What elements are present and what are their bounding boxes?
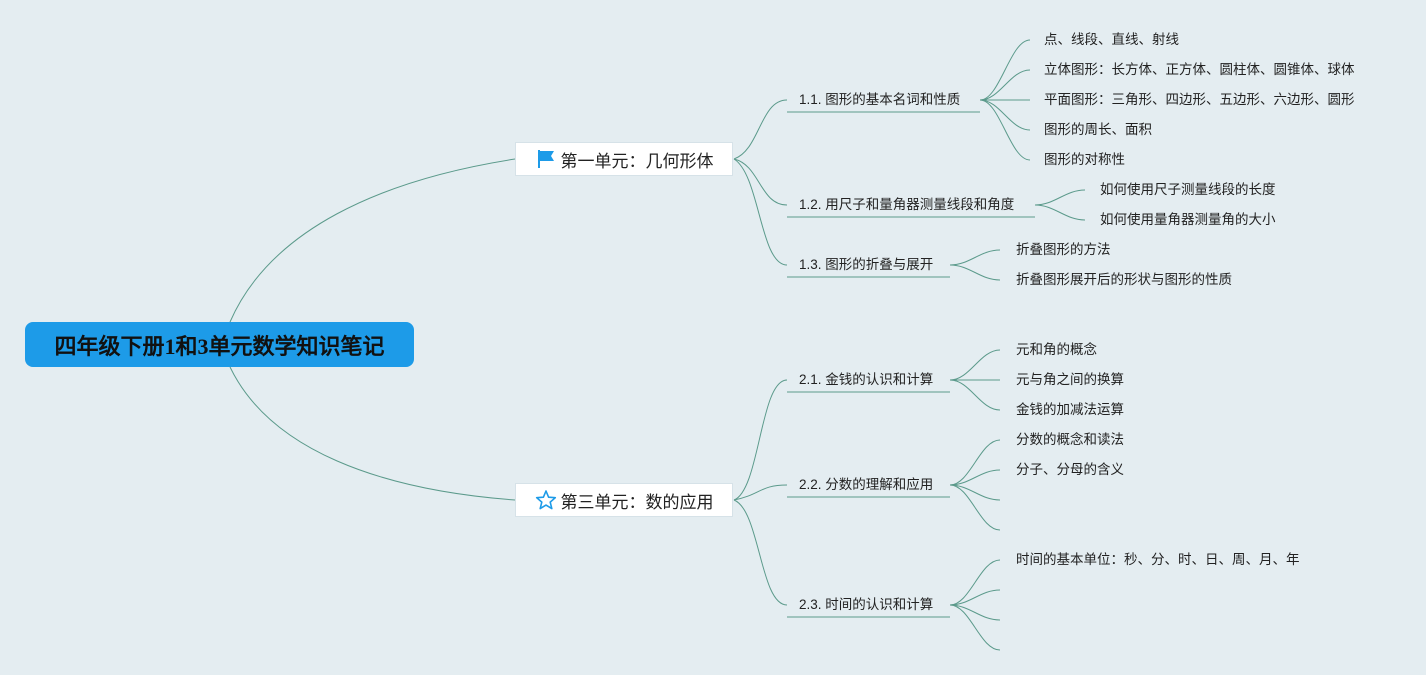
star-outline-icon xyxy=(535,489,557,511)
connector-root-unit1 xyxy=(229,158,516,323)
topic-item[interactable]: 点、线段、直线、射线 xyxy=(1044,32,1179,47)
topic-item[interactable]: 元和角的概念 xyxy=(1016,342,1097,357)
connector-unit3-lesson3 xyxy=(733,499,788,606)
topic-item[interactable]: 折叠图形展开后的形状与图形的性质 xyxy=(1016,272,1232,287)
topic-item[interactable]: 图形的对称性 xyxy=(1044,152,1125,167)
connector-unit1-lesson3 xyxy=(733,158,788,266)
unit-topic-3[interactable]: 第三单元：数的应用 xyxy=(515,483,733,517)
topic-item[interactable]: 时间的基本单位：秒、分、时、日、周、月、年 xyxy=(1016,552,1300,567)
topic-item[interactable]: 分子、分母的含义 xyxy=(1016,462,1124,477)
unit-topic-1-label: 第一单元：几何形体 xyxy=(560,151,714,171)
topic-item[interactable]: 图形的周长、面积 xyxy=(1044,122,1152,137)
unit-topic-3-label: 第三单元：数的应用 xyxy=(560,492,714,512)
topic-item[interactable]: 分数的概念和读法 xyxy=(1016,432,1124,447)
topic-item[interactable]: 如何使用量角器测量角的大小 xyxy=(1100,212,1276,227)
unit-topic-1[interactable]: 第一单元：几何形体 xyxy=(515,142,733,176)
lesson-2-2[interactable]: 2.2. 分数的理解和应用 xyxy=(799,477,934,492)
flag-icon xyxy=(535,148,557,170)
connector-root-unit3 xyxy=(229,366,516,501)
topic-item[interactable]: 立体图形：长方体、正方体、圆柱体、圆锥体、球体 xyxy=(1044,62,1355,77)
topic-item[interactable]: 元与角之间的换算 xyxy=(1016,372,1124,387)
lesson-1-1[interactable]: 1.1. 图形的基本名词和性质 xyxy=(799,92,961,107)
lesson-2-1[interactable]: 2.1. 金钱的认识和计算 xyxy=(799,372,934,387)
topic-item[interactable]: 金钱的加减法运算 xyxy=(1016,402,1124,417)
connector-unit1-lesson2 xyxy=(733,158,788,206)
root-topic[interactable]: 四年级下册1和3单元数学知识笔记 xyxy=(25,322,414,367)
topic-item[interactable]: 如何使用尺子测量线段的长度 xyxy=(1100,182,1276,197)
lesson-1-3[interactable]: 1.3. 图形的折叠与展开 xyxy=(799,257,934,272)
topic-item[interactable]: 平面图形：三角形、四边形、五边形、六边形、圆形 xyxy=(1044,92,1355,107)
root-topic-label: 四年级下册1和3单元数学知识笔记 xyxy=(54,333,385,359)
connector-unit3-lesson1 xyxy=(733,379,788,501)
lesson-2-3[interactable]: 2.3. 时间的认识和计算 xyxy=(799,597,934,612)
connector-unit3-lesson2 xyxy=(733,484,788,501)
topic-item[interactable]: 折叠图形的方法 xyxy=(1016,242,1111,257)
lesson-1-2[interactable]: 1.2. 用尺子和量角器测量线段和角度 xyxy=(799,197,1015,212)
connector-unit1-lesson1 xyxy=(733,99,788,160)
